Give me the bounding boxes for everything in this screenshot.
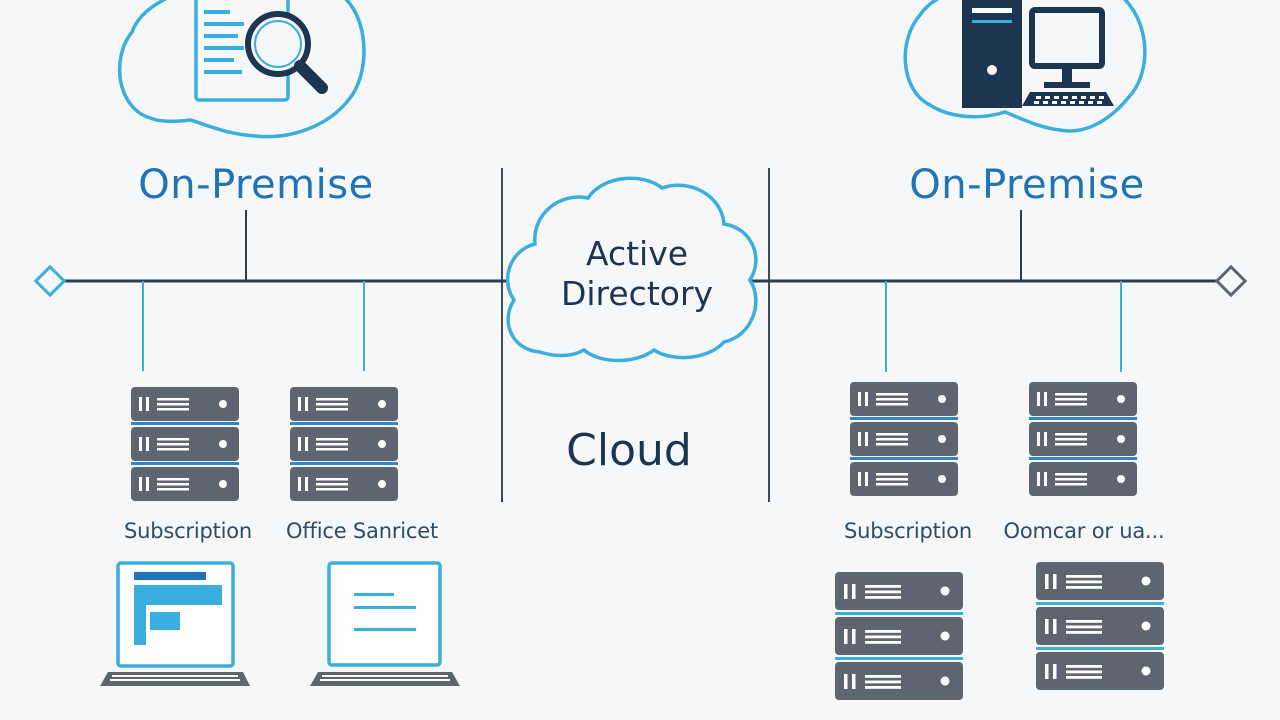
left-endpoint-diamond: [33, 264, 67, 298]
desktop-computer-icon: [962, 0, 1114, 108]
right-subscription-label: Subscription: [843, 519, 973, 543]
server-rack-icon: [131, 387, 239, 501]
right-on-premise-title: On-Premise: [909, 162, 1145, 208]
right-other-label: Oomcar or ua...: [1003, 519, 1165, 543]
document-search-icon: [194, 0, 328, 102]
cloud-icon: [505, 176, 758, 363]
server-rack-icon: [1029, 382, 1137, 496]
server-rack-icon: [835, 572, 963, 700]
cloud-label: Cloud: [566, 425, 692, 476]
server-rack-icon: [290, 387, 398, 501]
server-rack-icon: [850, 382, 958, 496]
server-rack-icon: [1036, 562, 1164, 690]
left-subscription-label: Subscription: [123, 519, 253, 543]
top-right-cloud-bubble: [903, 0, 1147, 133]
right-endpoint-diamond: [1214, 264, 1248, 298]
laptop-icon: [310, 561, 460, 686]
active-directory-label: Active Directory: [560, 234, 714, 313]
laptop-icon: [100, 561, 250, 686]
left-on-premise-title: On-Premise: [138, 162, 374, 208]
left-office-label: Office Sanricet: [286, 519, 438, 543]
top-left-cloud-bubble: [117, 0, 366, 139]
